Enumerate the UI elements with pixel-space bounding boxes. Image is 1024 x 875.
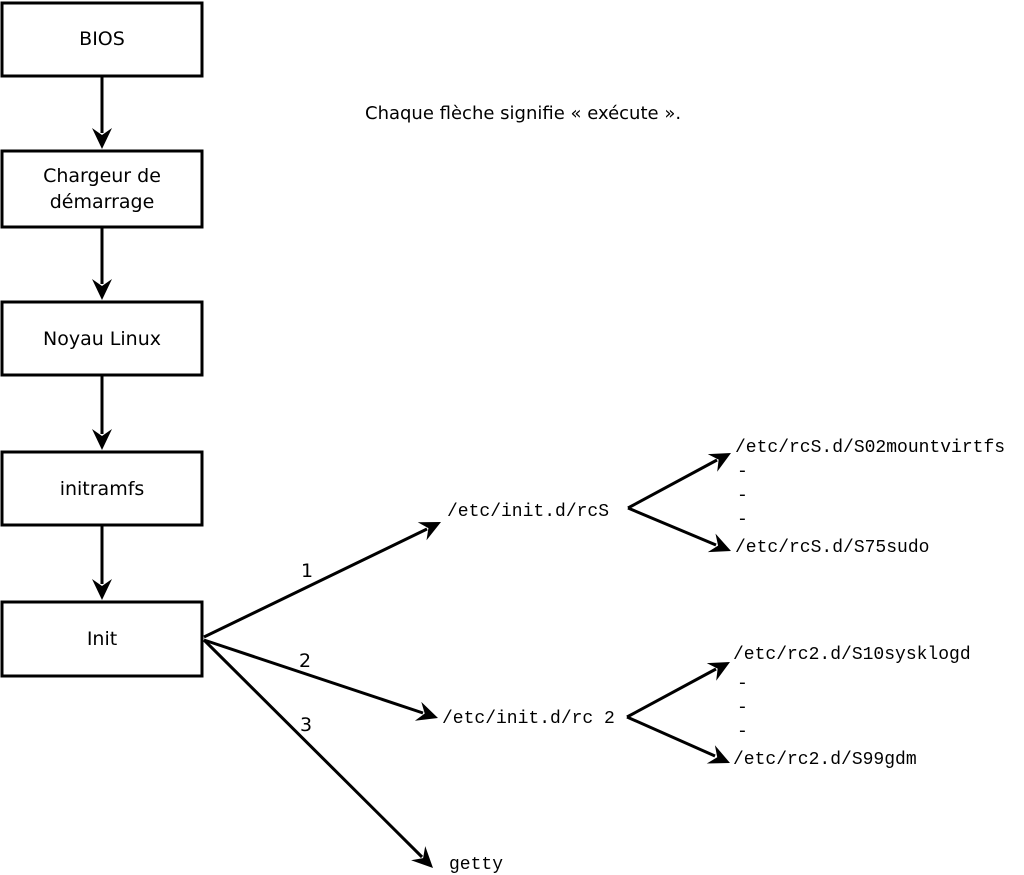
rcS-script-label: /etc/init.d/rcS [447,502,609,522]
arrowhead-rcS-to-last-icon [707,533,731,553]
initramfs-label: initramfs [60,478,145,500]
arrow-rc2-to-last [626,715,716,758]
arrow-init-to-getty [202,638,424,859]
caption: Chaque flèche signifie « exécute ». [365,103,681,124]
rc2-ellipsis-2: - [737,698,748,718]
rcS-ellipsis-2: - [737,486,748,506]
bios-box [0,1,204,78]
arrowhead-rcS-to-first-icon [707,453,731,472]
boot-sequence-column: BIOS Chargeur de démarrage Noyau Linux i… [0,1,204,678]
arrowhead-bootloader-to-kernel-icon [92,279,112,300]
fan-label-1: 1 [301,560,313,582]
bios-label: BIOS [79,28,125,50]
arrow-rc2-to-first [626,667,717,719]
arrowhead-bios-to-bootloader-icon [92,128,112,149]
arrow-rcS-to-first [627,458,718,510]
rc2-script-label: /etc/init.d/rc 2 [442,709,615,729]
rcS-ellipsis-3: - [737,510,748,530]
bootloader-box [0,149,204,229]
arrowhead-init-to-rc2-icon [414,701,438,721]
rc2-child-first: /etc/rc2.d/S10sysklogd [733,645,971,665]
rc2-child-last: /etc/rc2.d/S99gdm [733,750,917,770]
rcS-child-last: /etc/rcS.d/S75sudo [735,538,929,558]
fan-label-3: 3 [300,714,312,736]
arrowhead-rc2-to-first-icon [706,662,730,681]
initramfs-box [0,450,204,527]
arrow-rcS-to-last [627,506,717,547]
bootloader-label-line2: démarrage [50,191,155,213]
column-arrows [92,76,112,600]
init-fan: 1 2 3 [202,522,441,868]
arrowhead-rc2-to-last-icon [706,745,730,764]
arrowhead-init-to-rcS-icon [417,522,441,541]
rcS-child-first: /etc/rcS.d/S02mountvirtfs [735,438,1005,458]
rc2-ellipsis-3: - [737,722,748,742]
rcS-branch: /etc/init.d/rcS /etc/rcS.d/S02mountvirtf… [447,438,1005,558]
getty-label: getty [449,855,503,875]
rc2-ellipsis-1: - [737,674,748,694]
rcS-ellipsis-1: - [737,462,748,482]
arrowhead-kernel-to-initramfs-icon [92,429,112,450]
bootloader-label-line1: Chargeur de [43,165,161,187]
init-box [0,600,204,678]
arrowhead-init-to-getty-icon [411,846,433,868]
rc2-branch: /etc/init.d/rc 2 /etc/rc2.d/S10sysklogd … [442,645,971,770]
kernel-label: Noyau Linux [43,328,161,350]
fan-label-2: 2 [299,650,311,672]
kernel-box [0,300,204,377]
arrowhead-initramfs-to-init-icon [92,579,112,600]
init-label: Init [87,628,117,650]
arrow-init-to-rcS [203,527,428,639]
arrow-init-to-rc2 [203,638,424,715]
